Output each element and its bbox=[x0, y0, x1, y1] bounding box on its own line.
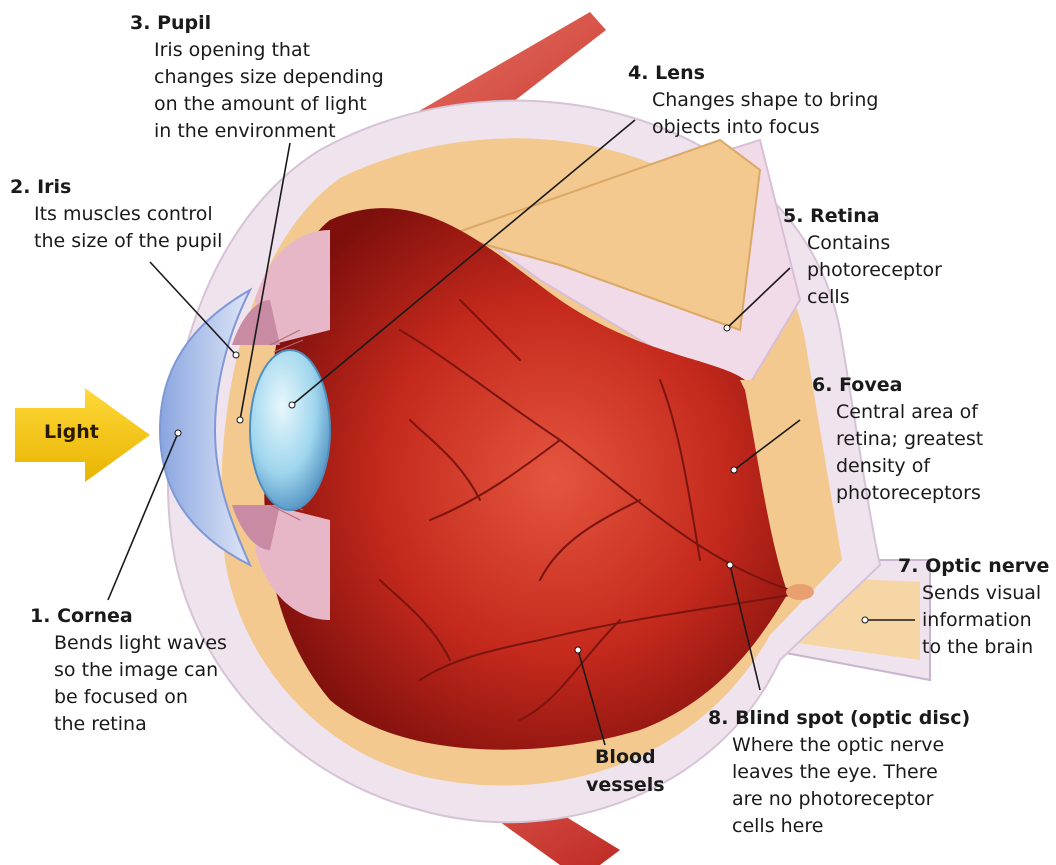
retina-desc-2: photoreceptor bbox=[807, 257, 942, 284]
light-arrow-label: Light bbox=[44, 421, 99, 443]
blind-spot-desc-4: cells here bbox=[732, 813, 970, 840]
blind-spot-callout: 8. Blind spot (optic disc) Where the opt… bbox=[708, 705, 970, 840]
blood-vessels-label: Blood vessels bbox=[586, 743, 665, 799]
fovea-desc-3: density of bbox=[836, 453, 983, 480]
lens-desc-2: objects into focus bbox=[652, 114, 878, 141]
optic-disc bbox=[786, 584, 814, 600]
cornea-callout: 1. Cornea Bends light waves so the image… bbox=[30, 603, 227, 738]
fovea-desc-1: Central area of bbox=[836, 399, 983, 426]
iris-desc-1: Its muscles control bbox=[34, 201, 222, 228]
optic-nerve-title: 7. Optic nerve bbox=[898, 553, 1049, 580]
blind-spot-title: 8. Blind spot (optic disc) bbox=[708, 705, 970, 732]
pupil-desc-2: changes size depending bbox=[154, 64, 384, 91]
retina-callout: 5. Retina Contains photoreceptor cells bbox=[783, 203, 942, 311]
pupil-desc-4: in the environment bbox=[154, 118, 384, 145]
pupil-desc-3: on the amount of light bbox=[154, 91, 384, 118]
blind-spot-desc-1: Where the optic nerve bbox=[732, 732, 970, 759]
blind-spot-desc-3: are no photoreceptor bbox=[732, 786, 970, 813]
pupil-callout: 3. Pupil Iris opening that changes size … bbox=[130, 10, 384, 145]
lens-desc-1: Changes shape to bring bbox=[652, 87, 878, 114]
lens-title: 4. Lens bbox=[628, 60, 878, 87]
fovea-desc-4: photoreceptors bbox=[836, 480, 983, 507]
lens-callout: 4. Lens Changes shape to bring objects i… bbox=[628, 60, 878, 141]
optic-nerve-desc-2: information bbox=[922, 607, 1049, 634]
fovea-callout: 6. Fovea Central area of retina; greates… bbox=[812, 372, 983, 507]
blind-spot-desc-2: leaves the eye. There bbox=[732, 759, 970, 786]
retina-title: 5. Retina bbox=[783, 203, 942, 230]
retina-desc-1: Contains bbox=[807, 230, 942, 257]
retina-desc-3: cells bbox=[807, 284, 942, 311]
fovea-desc-2: retina; greatest bbox=[836, 426, 983, 453]
pupil-title: 3. Pupil bbox=[130, 10, 384, 37]
iris-callout: 2. Iris Its muscles control the size of … bbox=[10, 174, 222, 255]
cornea-desc-4: the retina bbox=[54, 711, 227, 738]
cornea-desc-2: so the image can bbox=[54, 657, 227, 684]
iris-desc-2: the size of the pupil bbox=[34, 228, 222, 255]
lens bbox=[250, 350, 330, 510]
optic-nerve-desc-3: to the brain bbox=[922, 634, 1049, 661]
blood-vessels-line-1: Blood bbox=[586, 743, 665, 771]
pupil-desc-1: Iris opening that bbox=[154, 37, 384, 64]
blood-vessels-line-2: vessels bbox=[586, 771, 665, 799]
optic-nerve-callout: 7. Optic nerve Sends visual information … bbox=[898, 553, 1049, 661]
fovea-title: 6. Fovea bbox=[812, 372, 983, 399]
iris-title: 2. Iris bbox=[10, 174, 222, 201]
optic-nerve-desc-1: Sends visual bbox=[922, 580, 1049, 607]
cornea-title: 1. Cornea bbox=[30, 603, 227, 630]
cornea-desc-3: be focused on bbox=[54, 684, 227, 711]
cornea-desc-1: Bends light waves bbox=[54, 630, 227, 657]
